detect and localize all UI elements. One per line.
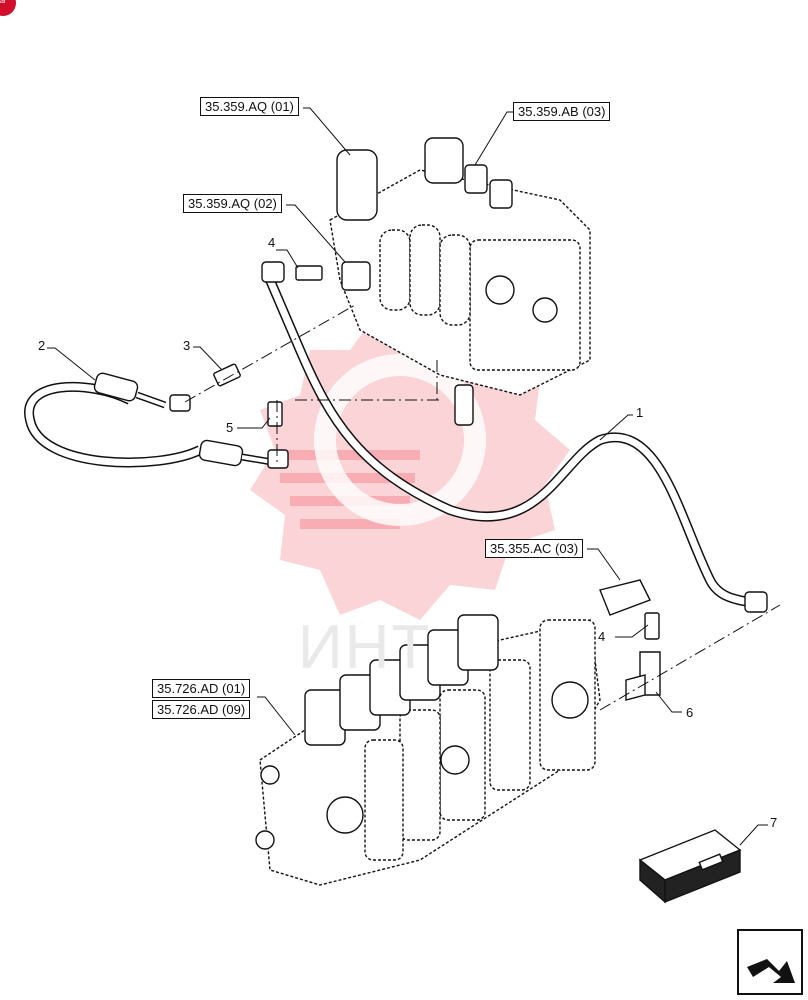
callout-5: 5: [226, 420, 234, 435]
corner-badge-text: ar: [0, 0, 7, 5]
upper-control-valve: [329, 169, 591, 396]
kit-box: [638, 829, 742, 904]
hose-2: [24, 372, 289, 469]
next-page-arrow-icon: [747, 959, 795, 983]
callout-4-lower: 4: [598, 629, 606, 644]
ref-link-35-355-ac-03[interactable]: 35.355.AC (03): [485, 539, 584, 558]
callout-2: 2: [38, 338, 46, 353]
callout-3: 3: [183, 338, 191, 353]
ref-link-35-726-ad-01[interactable]: 35.726.AD (01): [152, 679, 251, 698]
callout-1: 1: [636, 405, 644, 420]
watermark-ring: [314, 354, 486, 526]
lower-valve-solenoids: [255, 614, 589, 850]
callout-6: 6: [686, 705, 694, 720]
ref-link-35-359-aq-02[interactable]: 35.359.AQ (02): [183, 194, 282, 213]
ref-link-35-726-ad-09[interactable]: 35.726.AD (09): [152, 700, 251, 719]
callout-7: 7: [770, 815, 778, 830]
upper-valve-details: [336, 137, 558, 426]
leader-lines: [47, 107, 768, 846]
ref-link-35-359-aq-01[interactable]: 35.359.AQ (01): [200, 97, 299, 116]
ref-link-35-359-ab-03[interactable]: 35.359.AB (03): [513, 102, 611, 121]
hose-1: [261, 261, 768, 613]
assembly-centrelines: [184, 304, 781, 711]
watermark-text: ИНТ: [298, 613, 432, 682]
callout-4-upper: 4: [268, 235, 276, 250]
next-page-button[interactable]: [737, 929, 803, 995]
corner-logo-badge: ar: [0, 0, 16, 16]
